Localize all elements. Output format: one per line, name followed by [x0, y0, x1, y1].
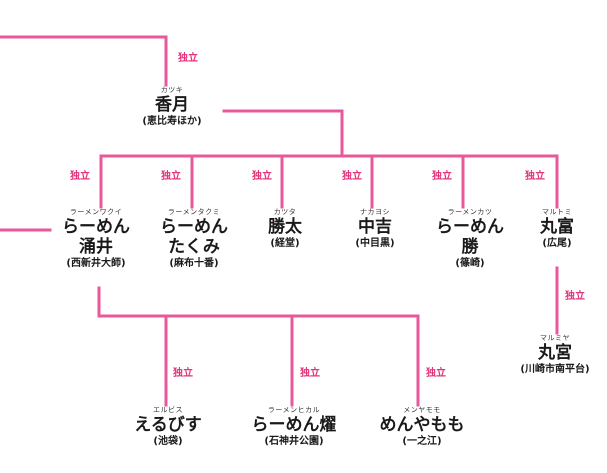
- shop-name-line2: たくみ: [168, 237, 220, 257]
- shop-name: めんやもも: [379, 415, 465, 435]
- shop-name: らーめん燿: [251, 415, 337, 435]
- node-waku: ラーメンワクイ らーめん 涌井 (西新井大師): [50, 208, 142, 270]
- ruby-text: カツキ: [160, 86, 184, 94]
- ruby-text: マルミヤ: [540, 334, 570, 342]
- connector-line-group: [0, 35, 559, 407]
- edge-label-nakayoshi: 独立: [342, 171, 362, 182]
- shop-location: (川崎市南平台): [520, 364, 590, 375]
- shop-location: (池袋): [153, 436, 183, 447]
- shop-location: (一之江): [402, 436, 442, 447]
- edge-label-marumiya: 独立: [565, 291, 585, 302]
- ruby-text: ラーメンワクイ: [69, 208, 123, 216]
- ruby-text: エルビス: [153, 406, 183, 414]
- shop-name-line1: らーめん: [62, 217, 130, 237]
- node-marumiya: マルミヤ 丸宮 (川崎市南平台): [506, 334, 604, 376]
- shop-location: (西新井大師): [66, 258, 126, 269]
- shop-name-line2: 勝: [461, 237, 479, 257]
- node-marutomi: マルトミ 丸富 (広尾): [517, 208, 597, 250]
- shop-location: (中目黒): [355, 238, 395, 249]
- shop-location: (麻布十番): [169, 258, 219, 269]
- shop-location: (石神井公園): [264, 436, 324, 447]
- shop-name: えるびす: [134, 415, 202, 435]
- shop-name: 丸富: [540, 217, 574, 237]
- shop-location: (広尾): [542, 238, 572, 249]
- node-katsuki: カツキ 香月 (恵比寿ほか): [122, 86, 222, 128]
- ruby-text: ラーメンタクミ: [167, 208, 221, 216]
- shop-name: 丸宮: [538, 343, 572, 363]
- ruby-text: ラーメンカツ: [447, 208, 493, 216]
- shop-name-line2: 涌井: [79, 237, 113, 257]
- edge-label-takumi: 独立: [161, 171, 181, 182]
- shop-name: 香月: [155, 95, 189, 115]
- node-momo: メンヤモモ めんやもも (一之江): [367, 406, 477, 448]
- node-katsu: ラーメンカツ らーめん 勝 (篠崎): [424, 208, 516, 270]
- shop-name-line1: らーめん: [160, 217, 228, 237]
- node-hikaru: ラーメンヒカル らーめん燿 (石神井公園): [240, 406, 348, 448]
- shop-location: (篠崎): [455, 258, 485, 269]
- ruby-text: カツタ: [273, 208, 297, 216]
- shop-name: 勝太: [268, 217, 302, 237]
- shop-location: (恵比寿ほか): [142, 116, 202, 127]
- node-ebisu: エルビス えるびす (池袋): [122, 406, 214, 448]
- edge-label-katsu: 独立: [432, 171, 452, 182]
- ruby-text: ラーメンヒカル: [267, 406, 321, 414]
- node-katsuta: カツタ 勝太 (経堂): [245, 208, 325, 250]
- ruby-text: メンヤモモ: [403, 406, 441, 414]
- shop-name: 中吉: [358, 217, 392, 237]
- shop-name-line1: らーめん: [436, 217, 504, 237]
- node-takumi: ラーメンタクミ らーめん たくみ (麻布十番): [148, 208, 240, 270]
- edge-label-marutomi: 独立: [525, 171, 545, 182]
- edge-label-momo: 独立: [426, 368, 446, 379]
- ruby-text: ナカヨシ: [360, 208, 390, 216]
- edge-label-katsuki: 独立: [178, 53, 198, 64]
- edge-label-katsuta: 独立: [252, 171, 272, 182]
- edge-label-ebisu: 独立: [173, 368, 193, 379]
- node-nakayoshi: ナカヨシ 中吉 (中目黒): [335, 208, 415, 250]
- edge-label-waku: 独立: [70, 171, 90, 182]
- edge-label-hikaru: 独立: [300, 368, 320, 379]
- ruby-text: マルトミ: [542, 208, 572, 216]
- shop-location: (経堂): [270, 238, 300, 249]
